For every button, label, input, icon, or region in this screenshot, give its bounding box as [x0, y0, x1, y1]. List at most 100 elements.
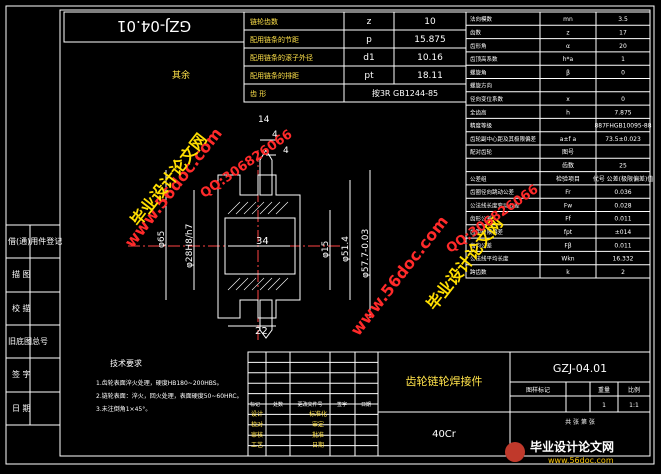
gear-param-name: 径向变位系数 — [470, 95, 504, 103]
gear-param-value: 7.875 — [614, 109, 631, 116]
gear-param-symbol: β — [566, 69, 570, 76]
tb-person-label: 工艺 — [251, 441, 263, 449]
tb-person-label: 设计 — [251, 410, 263, 418]
left-col-label: 借(通)用件登记 — [8, 236, 62, 246]
gear-param-symbol: 图号 — [562, 149, 574, 156]
gear-outline — [217, 174, 301, 319]
sprocket-param-symbol: z — [367, 17, 372, 27]
sprocket-tooth-bottom — [259, 299, 273, 339]
gear-param-name: 齿轮副中心距及其极限偏差 — [470, 135, 537, 143]
gear-param-name: 齿圈径向跳动公差 — [470, 188, 515, 196]
gear-param-name: 齿形角 — [470, 42, 487, 50]
gear-param-symbol: a±f a — [560, 136, 577, 143]
gear-param-value: 3.5 — [618, 16, 628, 23]
gear-param-value: 17 — [619, 29, 627, 36]
gear-param-value: 20 — [619, 43, 627, 50]
drawing-number: GZJ-04.01 — [553, 362, 607, 375]
drawing-title: 齿轮链轮焊接件 — [406, 374, 483, 388]
dim-text: 14 — [258, 115, 270, 125]
gear-param-name: 公法线平均长度 — [470, 255, 509, 263]
logo-icon — [505, 442, 525, 462]
left-stamp-column: 借(通)用件登记 描 图 校 描 旧底图总号 签 字 日 期 — [5, 224, 62, 426]
tb-person-label: 审定 — [312, 420, 324, 428]
tb-sheet: 共 张 第 张 — [565, 418, 595, 426]
tb-col-label: 图样标记 — [526, 386, 550, 394]
gear-param-value: 0.011 — [614, 242, 631, 249]
sprocket-param-name: 齿 形 — [250, 90, 266, 98]
dim-text: 34 — [256, 236, 269, 247]
gear-param-name: 螺旋方向 — [470, 82, 492, 90]
gear-param-symbol: Ff — [565, 216, 571, 223]
note-item: 2.链轮表面：淬火，回火处理，表面硬度50~60HRC。 — [96, 392, 243, 400]
sprocket-param-value: 10.16 — [417, 53, 443, 63]
gear-param-symbol: Wkn — [561, 256, 574, 263]
gear-param-value: 16.332 — [613, 256, 634, 263]
sprocket-param-value: 按3R GB1244-85 — [372, 88, 438, 98]
notes-heading: 技术要求 — [110, 358, 142, 368]
sprocket-param-name: 配用链条的节距 — [250, 35, 299, 44]
tb-col-label: 重量 — [598, 386, 610, 394]
gear-param-name: 公差组 — [470, 175, 487, 183]
left-col-label: 签 字 — [12, 369, 31, 379]
gear-param-symbol: Fw — [564, 202, 572, 209]
tb-person-label: 日期 — [312, 441, 324, 449]
sprocket-tooth-top — [259, 149, 273, 196]
gear-param-value: 0.036 — [614, 189, 631, 196]
gear-param-name: 精度等级 — [470, 122, 493, 130]
gear-param-symbol: 检验项目 — [556, 175, 580, 183]
left-col-label: 校 描 — [12, 303, 31, 313]
drawing-number-rotated: GZJ-04.01 — [117, 17, 191, 35]
gear-param-symbol: α — [566, 43, 570, 50]
gear-param-name: 齿形公差 — [470, 215, 493, 223]
logo-url: www.56doc.com — [548, 456, 614, 465]
note-item: 3.未注倒角1×45°。 — [96, 405, 151, 413]
tb-person-label: 校对 — [251, 420, 263, 428]
sprocket-param-value: 15.875 — [414, 35, 446, 45]
sprocket-param-name: 链轮齿数 — [250, 17, 278, 26]
material: 40Cr — [432, 429, 457, 440]
sectional-view — [128, 139, 371, 340]
gear-param-name: 全齿高 — [470, 108, 487, 116]
dim-text: φ28H8/h7 — [185, 224, 195, 268]
dim-text: 4 — [272, 130, 278, 140]
gear-param-symbol: z — [566, 29, 569, 36]
tb-row-label: 日期 — [361, 402, 371, 408]
tb-person-label: 标准化 — [309, 410, 327, 418]
gear-param-name: 齿数 — [470, 28, 482, 36]
hub-bore — [224, 217, 296, 275]
gear-param-value: 代号 公差(极限偏差)值 — [593, 175, 654, 183]
gear-param-name: 配对齿轮 — [470, 148, 493, 156]
tb-ratio: 1:1 — [629, 402, 639, 409]
label-rest: 其余 — [172, 69, 190, 81]
gear-param-name: 齿顶高系数 — [470, 55, 498, 63]
gear-param-value: 73.5±0.023 — [605, 136, 641, 143]
left-col-label: 日 期 — [12, 404, 31, 413]
tb-row-label: 签字 — [337, 401, 347, 408]
gear-param-value: 2 — [621, 269, 625, 276]
left-col-label: 旧底图总号 — [8, 336, 48, 346]
gear-param-name: 螺旋角 — [470, 68, 487, 76]
gear-param-value: 25 — [619, 162, 627, 169]
gear-param-symbol: h*a — [563, 56, 574, 63]
sprocket-param-symbol: d1 — [363, 53, 374, 63]
sprocket-param-value: 10 — [424, 17, 436, 27]
gear-param-symbol: Fr — [565, 189, 571, 196]
gear-param-value: 0.028 — [614, 202, 631, 209]
gear-param-value: 887FHGB10095-88 — [594, 123, 651, 130]
left-col-label: 描 图 — [12, 269, 31, 279]
dim-text: 4 — [283, 146, 289, 156]
tb-scale-value: 1 — [602, 402, 606, 409]
section-hatching — [227, 201, 289, 291]
gear-param-value: 0 — [621, 96, 625, 103]
gear-param-symbol: mn — [563, 16, 573, 23]
gear-param-symbol: x — [566, 96, 570, 103]
gear-param-name: 齿向公差 — [470, 241, 493, 249]
logo-text: 毕业设计论文网 — [530, 439, 614, 454]
gear-param-value: 0.011 — [614, 216, 631, 223]
dim-text: 22 — [255, 326, 268, 337]
gear-param-symbol: fpt — [564, 229, 573, 236]
gear-param-name: 公法线长度变动公差 — [470, 201, 520, 209]
tb-row-label: 更改文件号 — [297, 401, 322, 408]
